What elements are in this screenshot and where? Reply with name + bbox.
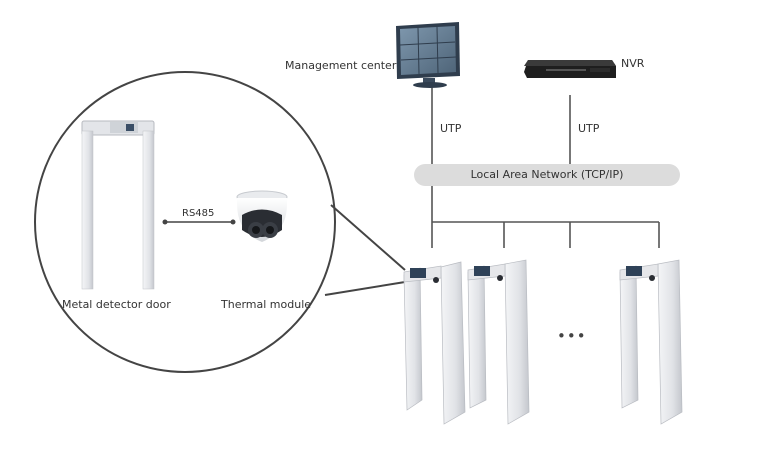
nvr-label: NVR	[621, 57, 645, 70]
walkthrough-door-2	[467, 259, 530, 425]
nvr-recorder-icon	[524, 60, 616, 78]
rs485-link	[162, 219, 236, 225]
metal-detector-door-label: Metal detector door	[62, 298, 171, 311]
lan-pill	[414, 164, 680, 186]
management-center-label: Management center	[285, 59, 397, 72]
walkthrough-door-1	[403, 261, 466, 425]
walkthrough-door-3	[619, 259, 683, 425]
metal-detector-door-icon	[81, 120, 155, 290]
lan-label: Local Area Network (TCP/IP)	[470, 168, 624, 181]
monitor-icon	[396, 22, 460, 88]
ellipsis-more-doors: •••	[557, 327, 587, 345]
network-lines	[431, 87, 660, 248]
zoom-callout	[34, 71, 406, 373]
rs485-label: RS485	[182, 208, 215, 219]
utp-label-right: UTP	[578, 122, 600, 135]
thermal-module-label: Thermal module	[221, 298, 312, 311]
dome-camera-icon	[236, 190, 288, 242]
utp-label-left: UTP	[440, 122, 462, 135]
